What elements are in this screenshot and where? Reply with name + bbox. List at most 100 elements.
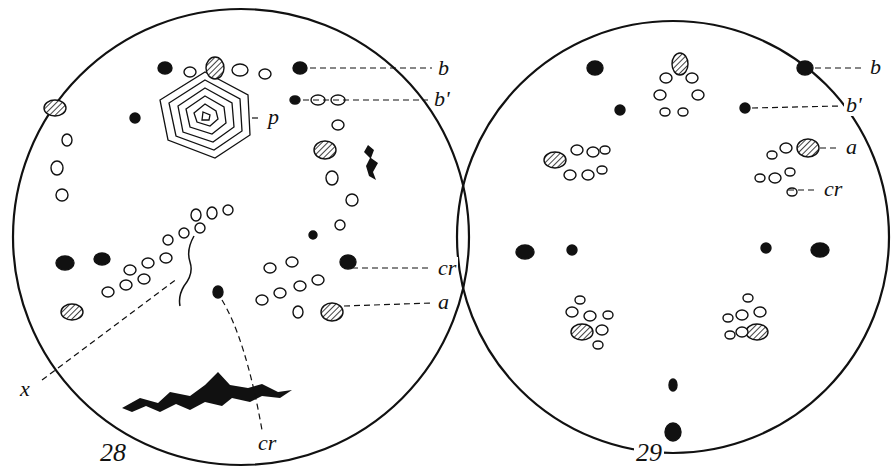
open-cell: [686, 73, 698, 83]
hatched-bundle: [314, 141, 336, 159]
open-cell: [62, 134, 72, 146]
open-cell: [120, 280, 132, 290]
open-cell: [326, 171, 338, 185]
hatched-bundle: [544, 152, 566, 168]
open-cell: [274, 288, 286, 298]
leader-lines: [42, 68, 864, 430]
dark-bundle: [340, 255, 356, 269]
part-label: b: [436, 57, 451, 79]
open-cell: [743, 294, 753, 302]
dark-bundle: [309, 231, 317, 239]
open-cell: [264, 263, 276, 273]
concentric-body: [160, 72, 250, 158]
dark-bundle: [567, 245, 577, 255]
dark-bundle: [94, 253, 110, 265]
dark-bundle: [761, 243, 771, 253]
open-cell: [293, 306, 303, 318]
open-cell: [660, 108, 670, 116]
dark-bundle: [158, 62, 172, 74]
figure-number: 29: [634, 440, 664, 466]
open-cell: [736, 327, 748, 337]
section-outline: [457, 21, 889, 453]
open-cell: [767, 151, 777, 159]
dark-bundle: [130, 113, 140, 123]
dark-bundle: [213, 286, 223, 298]
open-cell: [259, 69, 271, 79]
hatched-bundle: [206, 57, 224, 79]
open-cell: [335, 220, 345, 230]
hatched-bundle: [321, 303, 343, 321]
dark-mass: [364, 145, 378, 180]
hatched-bundle: [797, 139, 819, 157]
part-label: x: [18, 378, 32, 400]
open-cell: [593, 341, 603, 349]
open-cell: [51, 161, 63, 175]
open-cell: [723, 314, 733, 322]
open-cell: [160, 253, 172, 263]
part-label: cr: [436, 257, 458, 279]
part-label: a: [436, 291, 451, 313]
open-cell: [660, 73, 672, 83]
open-cell: [566, 307, 578, 317]
open-cell: [256, 295, 268, 305]
figure-number: 28: [98, 440, 128, 466]
part-label: p: [266, 106, 281, 128]
open-cell: [232, 64, 248, 76]
open-cell: [312, 275, 324, 285]
open-cell: [184, 67, 196, 77]
open-cell: [142, 258, 154, 268]
dark-bundle: [811, 243, 829, 257]
open-cell: [286, 257, 298, 267]
open-cell: [163, 235, 173, 245]
open-cell: [692, 90, 704, 100]
hatched-bundle: [44, 100, 66, 116]
open-cell: [587, 147, 599, 157]
dark-bundle: [665, 423, 681, 441]
open-cell: [582, 170, 594, 180]
open-cell: [769, 173, 781, 183]
open-cell: [56, 189, 68, 201]
open-cell: [603, 311, 613, 319]
open-cell: [755, 174, 765, 182]
dark-bundle: [290, 96, 300, 104]
open-cell: [575, 296, 585, 304]
open-cell: [223, 205, 233, 215]
part-label: cr: [256, 432, 278, 454]
open-cell: [780, 143, 792, 153]
open-cell: [195, 223, 205, 233]
hatched-bundle: [746, 324, 768, 340]
open-cell: [596, 325, 608, 335]
open-cell: [725, 331, 735, 339]
dark-bundle: [669, 379, 677, 391]
part-label: b: [868, 56, 883, 78]
open-cell: [597, 166, 607, 174]
hatched-bundle: [61, 304, 83, 320]
open-cell: [124, 265, 136, 275]
dark-bundle: [516, 245, 534, 259]
open-cell: [179, 228, 189, 238]
dark-bundle: [293, 62, 307, 74]
bracket: [180, 236, 195, 306]
hatched-bundle: [672, 53, 688, 75]
open-cell: [332, 120, 344, 130]
open-cell: [564, 170, 576, 180]
dark-mass: [122, 372, 292, 412]
dark-bundle: [797, 61, 813, 75]
part-label: cr: [822, 178, 844, 200]
open-cell: [678, 108, 688, 116]
tissue-bundles: [44, 53, 829, 441]
open-cell: [654, 90, 666, 100]
dark-bundle: [587, 61, 603, 75]
part-label: b': [844, 94, 864, 116]
open-cell: [571, 145, 583, 155]
open-cell: [207, 207, 217, 219]
part-label: a: [844, 136, 859, 158]
section-outline: [13, 9, 469, 465]
open-cell: [191, 209, 201, 221]
dark-bundle: [740, 103, 750, 113]
open-cell: [600, 146, 610, 154]
open-cell: [102, 287, 114, 297]
hatched-bundle: [571, 324, 593, 340]
open-cell: [346, 194, 358, 206]
